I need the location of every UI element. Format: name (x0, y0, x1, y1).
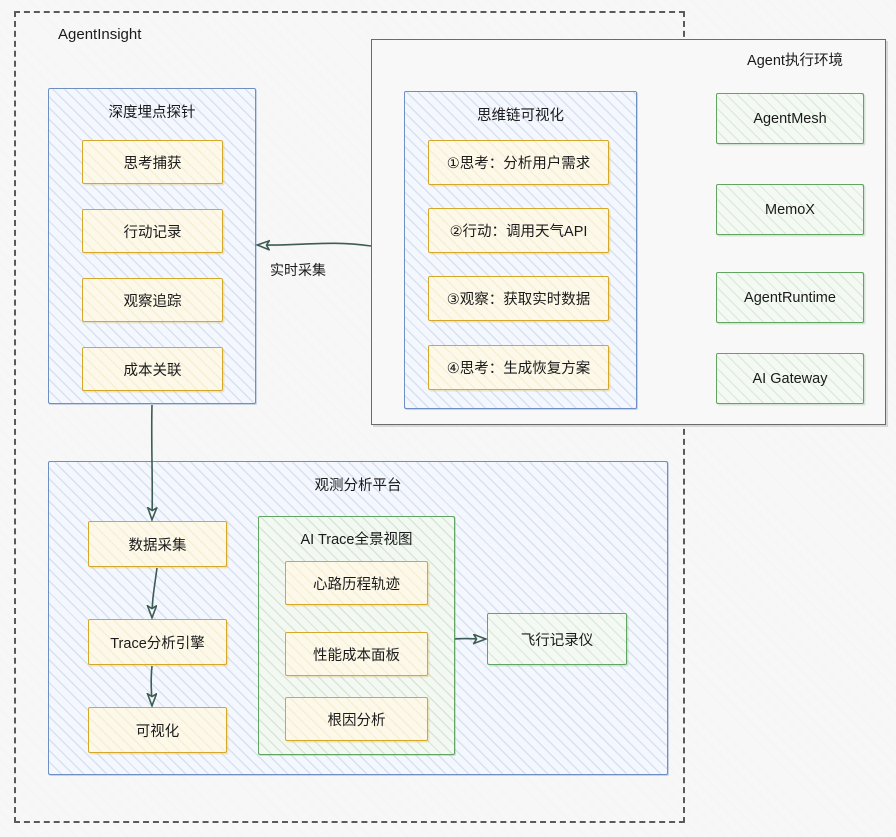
node-env-1[interactable]: AgentMesh (716, 93, 864, 144)
group-observability-platform-title: 观测分析平台 (314, 478, 402, 494)
group-ai-trace-view-title: AI Trace全景视图 (300, 532, 413, 548)
node-env-4[interactable]: AI Gateway (716, 353, 864, 404)
node-trace-3[interactable]: 根因分析 (285, 697, 428, 741)
node-pipeline-1[interactable]: 数据采集 (88, 521, 227, 567)
node-trace-2[interactable]: 性能成本面板 (285, 632, 428, 676)
node-probe-2[interactable]: 行动记录 (82, 209, 223, 253)
edge-label-realtime-collect: 实时采集 (270, 262, 326, 278)
group-agent-exec-title: Agent执行环境 (747, 53, 843, 69)
node-env-2[interactable]: MemoX (716, 184, 864, 235)
node-probe-1[interactable]: 思考捕获 (82, 140, 223, 184)
node-cot-1[interactable]: ①思考：分析用户需求 (428, 140, 609, 185)
node-flight-recorder[interactable]: 飞行记录仪 (487, 613, 627, 665)
node-probe-4[interactable]: 成本关联 (82, 347, 223, 391)
node-pipeline-3[interactable]: 可视化 (88, 707, 227, 753)
node-trace-1[interactable]: 心路历程轨迹 (285, 561, 428, 605)
group-chain-of-thought-title: 思维链可视化 (477, 108, 564, 124)
node-probe-3[interactable]: 观察追踪 (82, 278, 223, 322)
node-cot-4[interactable]: ④思考：生成恢复方案 (428, 345, 609, 390)
node-pipeline-2[interactable]: Trace分析引擎 (88, 619, 227, 665)
node-env-3[interactable]: AgentRuntime (716, 272, 864, 323)
node-cot-2[interactable]: ②行动：调用天气API (428, 208, 609, 253)
group-probe-title: 深度埋点探针 (108, 105, 196, 121)
agentinsight-boundary-label: AgentInsight (58, 26, 142, 43)
node-cot-3[interactable]: ③观察：获取实时数据 (428, 276, 609, 321)
